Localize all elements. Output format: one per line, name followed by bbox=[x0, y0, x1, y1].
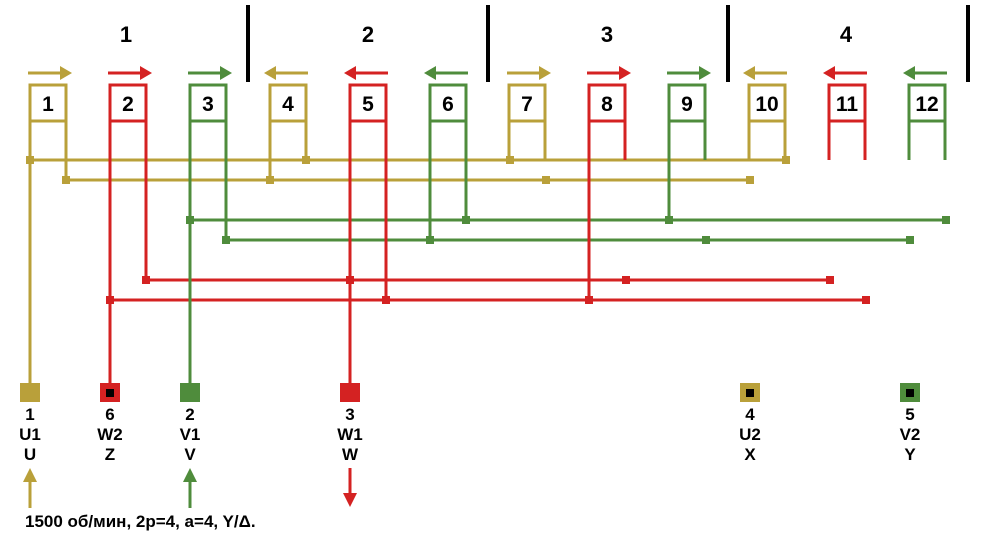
terminal-code: U1 bbox=[19, 425, 41, 444]
arrow-right-icon bbox=[220, 66, 232, 80]
coil-5: 5 bbox=[344, 66, 388, 385]
coil-number: 4 bbox=[282, 93, 294, 116]
junction-dot bbox=[862, 296, 870, 304]
coil-12: 12 bbox=[903, 66, 947, 160]
terminal-code: U2 bbox=[739, 425, 761, 444]
terminal-code: V1 bbox=[180, 425, 201, 444]
coil-label-box bbox=[907, 83, 947, 123]
winding-parameters-caption: 1500 об/мин, 2p=4, a=4, Y/Δ. bbox=[25, 512, 256, 531]
terminal-code: W2 bbox=[97, 425, 123, 444]
coil-9: 9 bbox=[667, 66, 711, 220]
arrow-up-icon bbox=[183, 468, 197, 482]
terminal-old-code: W bbox=[342, 445, 359, 464]
coil-2: 2 bbox=[108, 66, 152, 385]
terminal-number: 6 bbox=[105, 405, 114, 424]
connection-buses bbox=[26, 156, 950, 304]
coil-number: 10 bbox=[755, 93, 778, 116]
junction-dot bbox=[622, 276, 630, 284]
terminal-old-code: V bbox=[184, 445, 196, 464]
terminal-old-code: Y bbox=[904, 445, 916, 464]
coil-label-box bbox=[827, 83, 867, 123]
coil-11: 11 bbox=[823, 66, 867, 160]
group-label: 1 bbox=[120, 22, 132, 47]
coil-4: 4 bbox=[264, 66, 308, 180]
coil-number: 8 bbox=[601, 93, 613, 116]
group-label: 2 bbox=[362, 22, 374, 47]
terminal-old-code: Z bbox=[105, 445, 115, 464]
arrow-right-icon bbox=[60, 66, 72, 80]
terminal-block bbox=[180, 383, 200, 402]
terminal-block bbox=[20, 383, 40, 402]
coil-6: 6 bbox=[424, 66, 468, 240]
coil-label-box bbox=[507, 83, 547, 123]
arrow-up-icon bbox=[23, 468, 37, 482]
arrow-right-icon bbox=[619, 66, 631, 80]
junction-dot bbox=[826, 276, 834, 284]
terminal-number: 2 bbox=[185, 405, 194, 424]
terminal-block bbox=[340, 383, 360, 402]
coil-number: 5 bbox=[362, 93, 374, 116]
arrow-left-icon bbox=[424, 66, 436, 80]
coil-label-box bbox=[268, 83, 308, 123]
terminal-end-mark bbox=[906, 389, 914, 397]
coil-label-box bbox=[667, 83, 707, 123]
coil-label-box bbox=[428, 83, 468, 123]
coil-label-box bbox=[28, 83, 68, 123]
arrow-left-icon bbox=[903, 66, 915, 80]
arrow-left-icon bbox=[743, 66, 755, 80]
coil-label-box bbox=[188, 83, 228, 123]
terminal-number: 4 bbox=[745, 405, 755, 424]
terminal-end-mark bbox=[746, 389, 754, 397]
arrow-down-icon bbox=[343, 493, 357, 507]
terminal-old-code: U bbox=[24, 445, 36, 464]
coil-8: 8 bbox=[587, 66, 631, 300]
terminal-number: 1 bbox=[25, 405, 34, 424]
group-labels: 1 2 3 4 bbox=[120, 22, 853, 47]
arrow-right-icon bbox=[699, 66, 711, 80]
arrow-left-icon bbox=[264, 66, 276, 80]
arrow-right-icon bbox=[539, 66, 551, 80]
arrow-left-icon bbox=[344, 66, 356, 80]
terminal-number: 3 bbox=[345, 405, 354, 424]
terminal-number: 5 bbox=[905, 405, 914, 424]
coil-1: 1 bbox=[28, 66, 72, 385]
group-label: 3 bbox=[601, 22, 613, 47]
junction-dot bbox=[942, 216, 950, 224]
coil-number: 3 bbox=[202, 93, 214, 116]
coil-number: 9 bbox=[681, 93, 693, 116]
coil-10: 10 bbox=[743, 66, 787, 160]
terminal-end-mark bbox=[106, 389, 114, 397]
coil-number: 2 bbox=[122, 93, 134, 116]
coil-number: 11 bbox=[836, 93, 859, 116]
group-separators bbox=[246, 5, 970, 82]
coil-label-box bbox=[587, 83, 627, 123]
junction-dot bbox=[746, 176, 754, 184]
junction-dot bbox=[542, 176, 550, 184]
coil-number: 1 bbox=[42, 93, 54, 116]
coil-7: 7 bbox=[507, 66, 551, 160]
coil-label-box bbox=[108, 83, 148, 123]
coil-number: 7 bbox=[521, 93, 533, 116]
junction-dot bbox=[906, 236, 914, 244]
junction-dot bbox=[702, 236, 710, 244]
coil-label-box bbox=[348, 83, 388, 123]
terminal-code: W1 bbox=[337, 425, 363, 444]
terminal-code: V2 bbox=[900, 425, 921, 444]
coil-3: 3 bbox=[188, 66, 232, 385]
arrow-right-icon bbox=[140, 66, 152, 80]
coil-label-box bbox=[747, 83, 787, 123]
coil-number: 12 bbox=[915, 93, 938, 116]
coil-number: 6 bbox=[442, 93, 454, 116]
arrow-left-icon bbox=[823, 66, 835, 80]
terminal-old-code: X bbox=[744, 445, 756, 464]
group-label: 4 bbox=[840, 22, 853, 47]
